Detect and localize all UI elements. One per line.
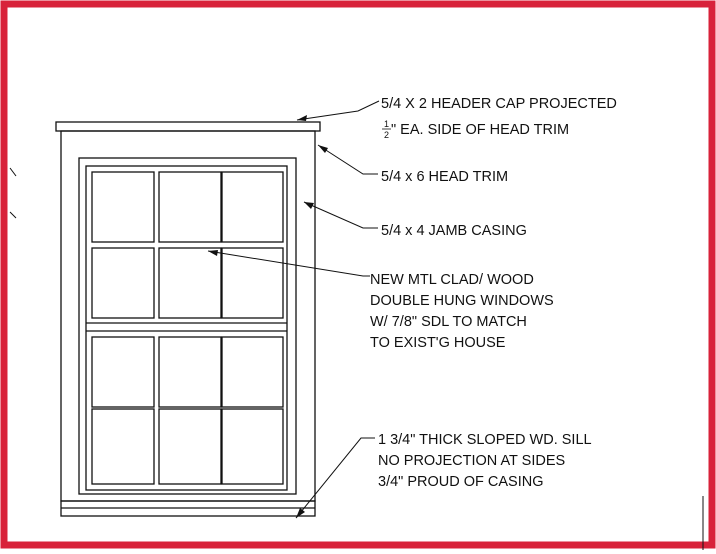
label-header-cap-line2: " EA. SIDE OF HEAD TRIM — [391, 122, 569, 138]
leader-lines — [207, 100, 380, 519]
label-header-cap-fraction-num: 1 — [384, 119, 389, 129]
header-cap — [55, 121, 321, 132]
edge-tick-mark — [9, 167, 17, 177]
window-panes — [91, 171, 284, 485]
edge-tick-mark — [9, 211, 17, 219]
label-jamb-casing: 5/4 x 4 JAMB CASING — [381, 223, 527, 239]
window-elevation — [55, 121, 321, 517]
label-sill-line1: 1 3/4" THICK SLOPED WD. SILL — [378, 432, 592, 448]
lower-sash-pane-r1-c1 — [91, 336, 155, 408]
arrowhead — [297, 115, 307, 121]
leader-sill — [295, 437, 375, 519]
upper-sash-pane-r1-c1 — [91, 171, 155, 243]
label-sill-line3: 3/4" PROUD OF CASING — [378, 474, 543, 490]
upper-sash-pane-r2-c3 — [221, 247, 284, 319]
label-header-cap-line1: 5/4 X 2 HEADER CAP PROJECTED — [381, 96, 617, 112]
arrowhead — [304, 202, 314, 209]
lower-sash-pane-r2-c2 — [158, 408, 222, 485]
window-sash — [85, 165, 288, 491]
label-window-line1: NEW MTL CLAD/ WOOD — [370, 272, 534, 288]
label-window-line2: DOUBLE HUNG WINDOWS — [370, 293, 554, 309]
label-sill-line2: NO PROJECTION AT SIDES — [378, 453, 565, 469]
upper-sash-pane-r1-c2 — [158, 171, 222, 243]
upper-sash-pane-r2-c1 — [91, 247, 155, 319]
lower-sash-pane-r2-c3 — [221, 408, 284, 485]
label-header-cap-fraction-den: 2 — [384, 130, 389, 140]
upper-sash-pane-r1-c3 — [221, 171, 284, 243]
lower-sash-pane-r1-c3 — [221, 336, 284, 408]
arrowhead — [296, 508, 305, 518]
label-head-trim: 5/4 x 6 HEAD TRIM — [381, 169, 508, 185]
arrowhead — [208, 250, 218, 256]
lower-sash-pane-r2-c1 — [91, 408, 155, 485]
label-window-line3: W/ 7/8" SDL TO MATCH — [370, 314, 527, 330]
label-window-line4: TO EXIST'G HOUSE — [370, 335, 506, 351]
leader-header-cap — [296, 100, 380, 121]
arrowhead — [318, 145, 328, 153]
window-casing — [60, 130, 316, 502]
upper-sash-pane-r2-c2 — [158, 247, 222, 319]
window-frame — [78, 157, 297, 495]
leader-jamb-casing — [303, 201, 378, 229]
leader-window — [207, 250, 370, 277]
lower-sash-pane-r1-c2 — [158, 336, 222, 408]
leader-arrows — [208, 115, 328, 518]
leader-head-trim — [317, 144, 378, 175]
